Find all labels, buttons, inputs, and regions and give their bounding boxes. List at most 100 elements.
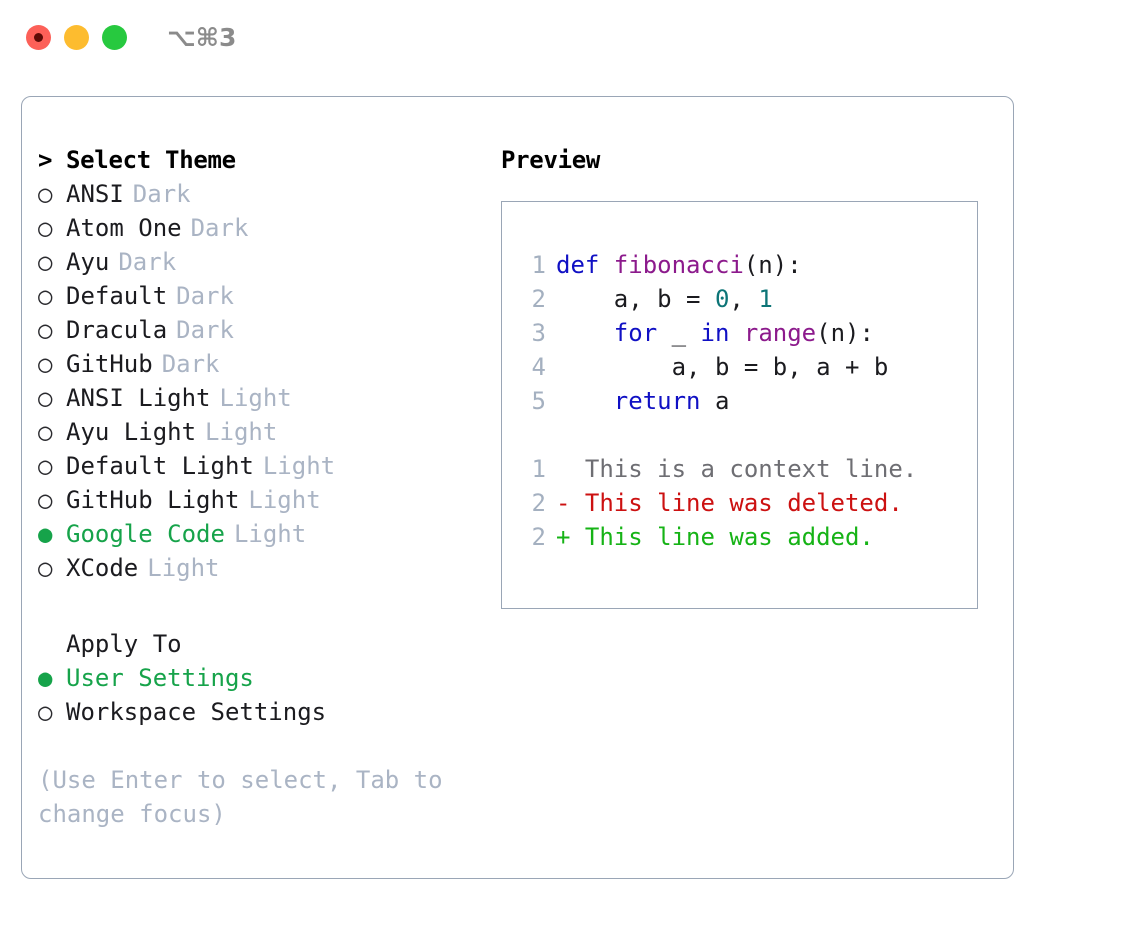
apply-to-option-workspace-settings[interactable]: ○ Workspace Settings	[38, 695, 478, 729]
line-number: 4	[531, 353, 546, 381]
radio-selected-icon: ●	[38, 664, 53, 692]
radio-unselected-icon: ○	[38, 350, 53, 378]
apply-to-option-user-settings[interactable]: ● User Settings	[38, 661, 478, 695]
radio-selected-icon: ●	[38, 520, 53, 548]
code-line: 3 for _ in range(n):	[502, 316, 977, 350]
preview-title: Preview	[501, 146, 601, 174]
theme-option-label: Ayu Light	[66, 418, 197, 446]
code-diff-separator	[502, 418, 977, 452]
theme-option-ansi[interactable]: ○ ANSI Dark	[38, 177, 478, 211]
radio-unselected-icon: ○	[38, 554, 53, 582]
code-token: def	[556, 251, 614, 279]
theme-variant-badge: Light	[147, 554, 220, 582]
theme-variant-badge: Light	[233, 520, 307, 548]
code-token	[729, 319, 743, 347]
theme-option-label: GitHub	[66, 350, 153, 378]
theme-option-label: Default Light	[66, 452, 254, 480]
diff-line-add: 2 + This line was added.	[502, 520, 977, 554]
code-token: in	[700, 319, 730, 347]
theme-variant-badge: Dark	[132, 180, 191, 208]
diff-sample: 1 This is a context line. 2 - This line wa…	[502, 452, 977, 554]
radio-unselected-icon: ○	[38, 384, 53, 412]
theme-option-label: GitHub Light	[66, 486, 240, 514]
theme-option-label: ANSI	[66, 180, 124, 208]
close-window-icon[interactable]	[26, 25, 51, 50]
radio-unselected-icon: ○	[38, 316, 53, 344]
theme-option-default[interactable]: ○ Default Dark	[38, 279, 478, 313]
theme-option-atom-one[interactable]: ○ Atom One Dark	[38, 211, 478, 245]
theme-variant-badge: Dark	[176, 316, 234, 344]
traffic-light-controls	[26, 25, 127, 50]
keyboard-hint-text: (Use Enter to select, Tab to change focu…	[38, 766, 443, 828]
theme-variant-badge: Light	[248, 486, 321, 514]
apply-to-option-label: Workspace Settings	[66, 698, 327, 726]
theme-picker-title: > Select Theme	[38, 143, 478, 177]
theme-variant-badge: Dark	[176, 282, 234, 310]
theme-variant-badge: Dark	[190, 214, 249, 242]
theme-option-github-light[interactable]: ○ GitHub Light Light	[38, 483, 478, 517]
theme-option-dracula[interactable]: ○ Dracula Dark	[38, 313, 478, 347]
list-spacer	[38, 585, 478, 627]
code-token: ,	[729, 285, 759, 313]
radio-unselected-icon: ○	[38, 486, 53, 514]
apply-to-label: Apply To	[66, 630, 182, 658]
code-token: range	[743, 319, 817, 347]
theme-option-github[interactable]: ○ GitHub Dark	[38, 347, 478, 381]
theme-variant-badge: Light	[262, 452, 336, 480]
code-token: fibonacci	[613, 251, 744, 279]
theme-option-label: Dracula	[66, 316, 168, 344]
code-token: a, b =	[556, 285, 715, 313]
line-number: 5	[531, 387, 546, 415]
theme-variant-badge: Dark	[161, 350, 220, 378]
radio-unselected-icon: ○	[38, 698, 53, 726]
line-number: 1	[531, 455, 546, 483]
theme-option-label: Atom One	[66, 214, 182, 242]
radio-unselected-icon: ○	[38, 214, 53, 242]
code-token: a, b = b, a + b	[556, 353, 889, 381]
radio-unselected-icon: ○	[38, 418, 53, 446]
page-title: Select Theme	[66, 146, 236, 174]
diff-line-text: - This line was deleted.	[556, 489, 903, 517]
theme-variant-badge: Light	[205, 418, 278, 446]
line-number: 2	[531, 489, 546, 517]
title-bar: ⌥⌘3	[0, 0, 1140, 78]
radio-unselected-icon: ○	[38, 282, 53, 310]
theme-option-label: Default	[66, 282, 168, 310]
code-line: 2 a, b = 0, 1	[502, 282, 977, 316]
apply-to-option-label: User Settings	[66, 664, 254, 692]
diff-line-del: 2 - This line was deleted.	[502, 486, 977, 520]
theme-variant-badge: Dark	[118, 248, 177, 276]
code-token: 0	[714, 285, 730, 313]
diff-line-text: + This line was added.	[556, 523, 874, 551]
theme-option-ayu-light[interactable]: ○ Ayu Light Light	[38, 415, 478, 449]
apply-to-list: ● User Settings ○ Workspace Settings	[38, 661, 478, 729]
maximize-window-icon[interactable]	[102, 25, 127, 50]
diff-line-text: This is a context line.	[556, 455, 918, 483]
caret-icon: >	[38, 146, 53, 174]
line-number: 2	[531, 523, 546, 551]
radio-unselected-icon: ○	[38, 180, 53, 208]
theme-option-label: Google Code	[66, 520, 225, 548]
theme-option-ansi-light[interactable]: ○ ANSI Light Light	[38, 381, 478, 415]
code-token: (n):	[816, 319, 874, 347]
code-token	[556, 387, 614, 415]
code-token: _	[657, 319, 701, 347]
theme-variant-badge: Light	[219, 384, 292, 412]
code-token: return	[613, 387, 701, 415]
code-token: a	[700, 387, 730, 415]
theme-option-google-code[interactable]: ● Google Code Light	[38, 517, 478, 551]
minimize-window-icon[interactable]	[64, 25, 89, 50]
apply-to-title: Apply To	[38, 627, 478, 661]
keyboard-shortcut-label: ⌥⌘3	[167, 23, 237, 52]
line-number: 3	[531, 319, 546, 347]
code-token: for	[613, 319, 658, 347]
theme-option-label: ANSI Light	[66, 384, 211, 412]
hint-spacer	[38, 729, 478, 763]
